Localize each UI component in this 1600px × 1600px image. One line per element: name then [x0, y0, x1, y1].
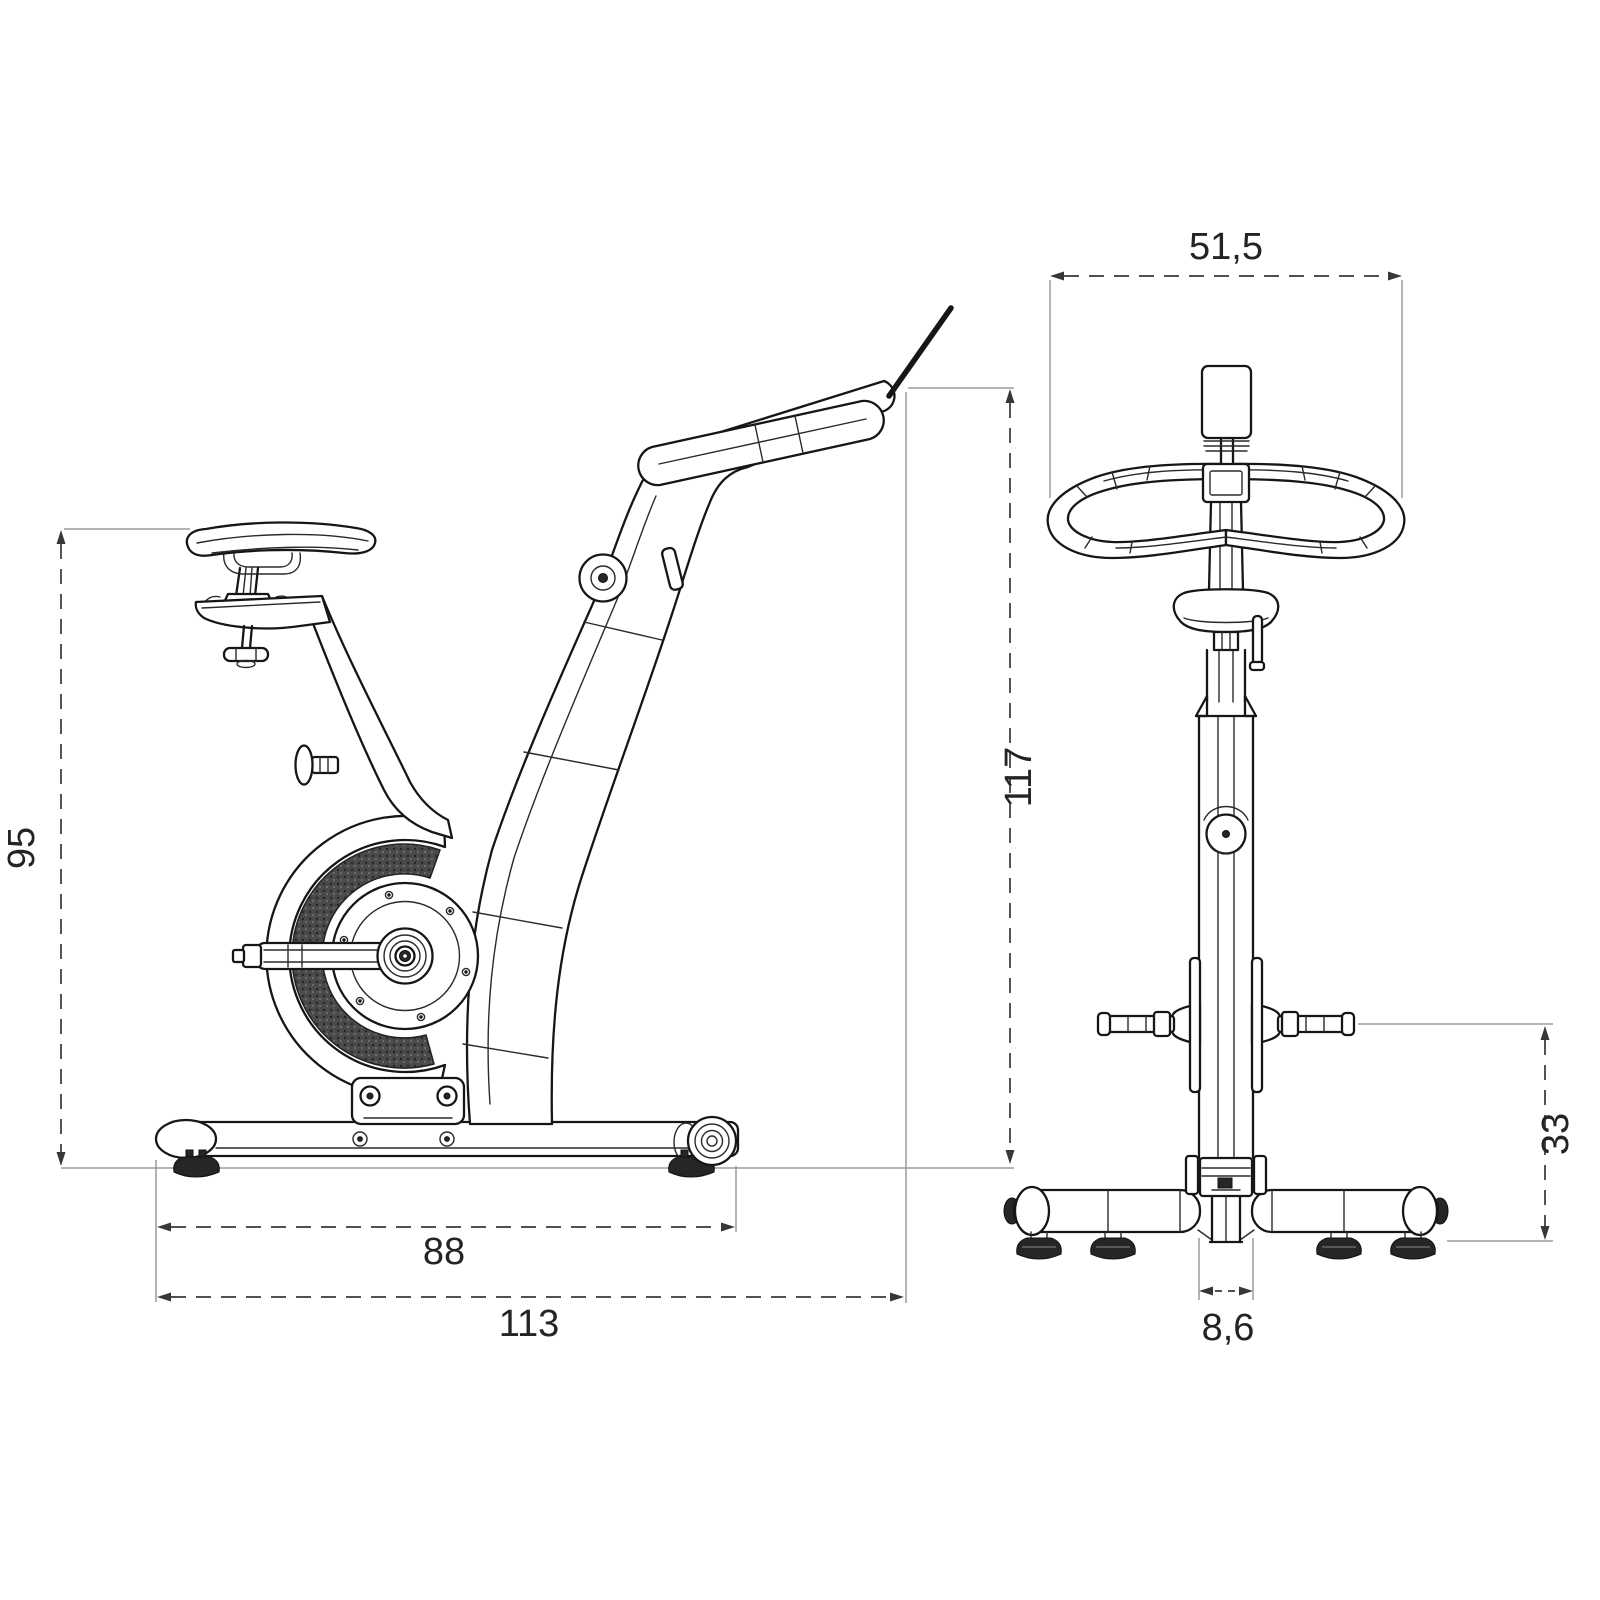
pedal-height-label: 33	[1535, 1113, 1577, 1155]
dimension-overall-length: 113	[157, 392, 907, 1345]
dimension-overall-height: 117	[908, 387, 1040, 1164]
front-foot	[1016, 1231, 1062, 1260]
front-foot	[1090, 1231, 1136, 1260]
dimension-handlebar-width: 51,5	[1049, 226, 1403, 498]
dimension-saddle-height: 95	[1, 528, 190, 1166]
front-seatpost	[1194, 648, 1258, 718]
front-base-tube	[1003, 1181, 1213, 1241]
seat-adjust-knob	[222, 646, 270, 663]
overall-length-label: 113	[499, 1303, 560, 1345]
front-seat	[1172, 588, 1280, 672]
side-view	[154, 305, 954, 1178]
post-width-label: 8,6	[1202, 1307, 1255, 1349]
overall-height-label: 117	[998, 747, 1040, 808]
flywheel-hub	[376, 927, 434, 985]
base-rail	[154, 1118, 740, 1160]
seat-lever	[1251, 614, 1264, 666]
pull-cable	[886, 305, 954, 399]
pedal-side	[241, 943, 263, 969]
front-view	[1003, 364, 1450, 1261]
handlebar-grip	[637, 399, 885, 487]
handlebar-width-label: 51,5	[1189, 226, 1263, 268]
dimension-base-length: 88	[155, 1160, 737, 1302]
frame-column	[462, 379, 896, 1126]
saddle	[185, 521, 377, 557]
dimension-pedal-height: 33	[1358, 1023, 1577, 1242]
dimension-post-width: 8,6	[1198, 1238, 1255, 1349]
front-right-half	[1238, 1002, 1450, 1261]
resistance-clip	[661, 546, 684, 591]
seat-tube	[294, 594, 454, 840]
seat-tube-knob	[294, 744, 340, 786]
dimensions: 51,5 95 117 88	[1, 226, 1577, 1349]
mount-plate	[350, 1076, 466, 1126]
brake-pad-arc	[291, 843, 441, 1069]
handlebar-left-wing	[1046, 462, 1228, 560]
side-feet	[173, 1149, 715, 1178]
tension-pulley	[578, 553, 628, 603]
tablet-holder	[1200, 364, 1253, 452]
flywheel	[231, 881, 480, 1031]
seat-clamp-plate	[194, 594, 332, 630]
roller-wheel	[673, 1115, 738, 1167]
front-column	[1184, 714, 1268, 1244]
base-length-label: 88	[423, 1231, 465, 1273]
saddle-height-label: 95	[1, 827, 43, 869]
pedal	[1096, 1002, 1202, 1046]
console	[1201, 436, 1251, 504]
handlebar-right-wing	[1224, 462, 1406, 560]
saddle-assembly	[185, 521, 377, 669]
